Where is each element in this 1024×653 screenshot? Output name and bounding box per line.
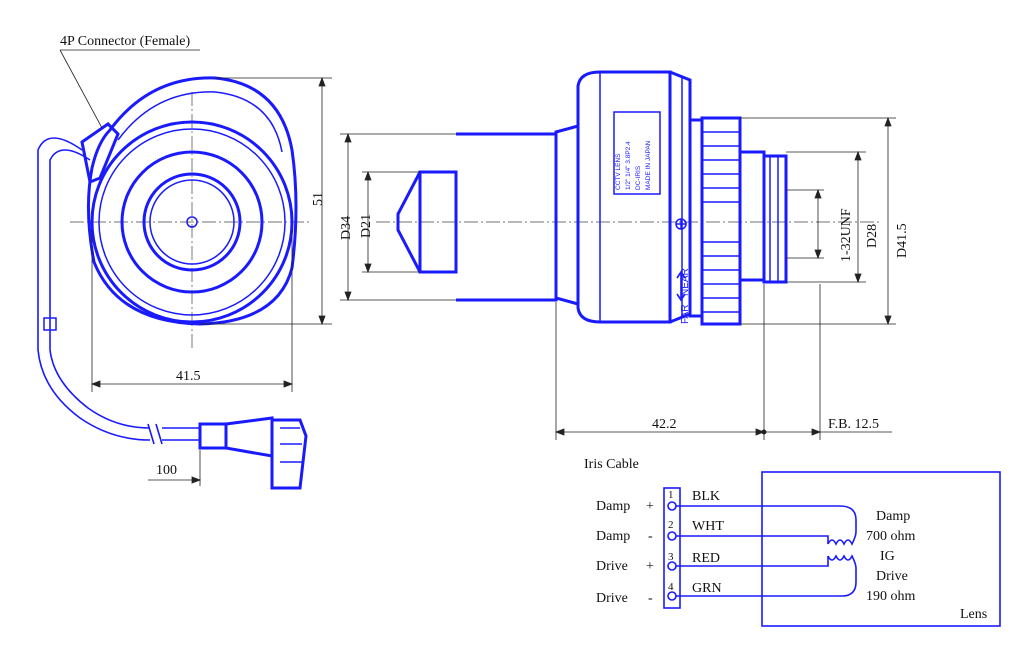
pin-1: Damp + 1 BLK — [596, 489, 857, 532]
coil-label-ig: IG — [880, 549, 895, 564]
coil-drive — [827, 554, 857, 569]
plug-boot — [224, 416, 274, 458]
dim-cable: 100 — [156, 463, 177, 478]
housing-inner-edge — [117, 91, 283, 153]
svg-text:-: - — [648, 591, 653, 606]
cable-inner — [49, 149, 151, 429]
rear-mount — [738, 150, 766, 282]
rear-thread — [762, 154, 788, 284]
svg-text:MADE IN JAPAN: MADE IN JAPAN — [645, 140, 652, 190]
connector-label: 4P Connector (Female) — [60, 34, 190, 49]
svg-text:Damp: Damp — [596, 529, 630, 544]
coil-label-damp-ohm: 700 ohm — [866, 529, 916, 544]
inner-ring — [142, 172, 242, 272]
svg-text:Drive: Drive — [596, 591, 628, 606]
svg-text:Drive: Drive — [596, 559, 628, 574]
lens-box — [761, 471, 1001, 627]
svg-text:3: 3 — [668, 551, 674, 563]
housing-step — [554, 124, 580, 306]
dim-thread: 1-32UNF — [839, 208, 854, 262]
focus-arrow — [676, 270, 686, 302]
dim-d34: D34 — [339, 216, 354, 240]
far-label: FAR — [680, 305, 691, 324]
near-label: NEAR — [680, 268, 691, 296]
svg-text:-: - — [648, 529, 653, 544]
front-barrel — [418, 170, 458, 274]
svg-text:GRN: GRN — [692, 581, 722, 596]
svg-text:4: 4 — [668, 581, 674, 593]
cable-clip — [43, 317, 57, 331]
dim-d415: D41.5 — [895, 223, 910, 258]
cable-outer — [37, 137, 151, 441]
dim-length: 42.2 — [652, 417, 677, 432]
outer-ring-inner — [98, 128, 286, 316]
svg-text:1: 1 — [668, 489, 674, 501]
svg-text:2: 2 — [668, 519, 674, 531]
main-housing — [576, 70, 672, 324]
cable-break — [147, 423, 163, 445]
connector-body — [80, 122, 120, 185]
pin-3: Drive + 3 RED — [596, 551, 829, 574]
coil-label-damp: Damp — [876, 509, 910, 524]
dim-d21: D21 — [359, 214, 374, 238]
inner-ring-2 — [149, 179, 235, 265]
plug-ferrule — [198, 422, 228, 450]
svg-text:Damp: Damp — [596, 499, 630, 514]
dim-width: 41.5 — [176, 369, 201, 384]
gear-ring — [700, 116, 742, 326]
dim-height: 51 — [311, 192, 326, 206]
svg-text:CCTV LENS: CCTV LENS — [615, 153, 622, 190]
dim-fb: F.B. 12.5 — [828, 417, 879, 432]
lens-label-plate — [613, 111, 661, 195]
iris-cable-diagram: Iris Cable Lens Damp + 1 BLK Damp - 2 WH… — [584, 457, 1001, 627]
middle-ring — [120, 150, 264, 294]
pin-2: Damp - 2 WHT — [596, 519, 829, 544]
iris-cable-title: Iris Cable — [584, 457, 639, 472]
svg-text:BLK: BLK — [692, 489, 720, 504]
plug-head — [270, 418, 308, 490]
lens-box-label: Lens — [960, 607, 987, 622]
svg-text:+: + — [646, 559, 654, 574]
centre-dot — [186, 216, 198, 228]
svg-text:WHT: WHT — [692, 519, 724, 534]
gear-teeth — [702, 131, 740, 313]
pin-4: Drive - 4 GRN — [596, 568, 857, 606]
middle-barrel — [456, 132, 558, 302]
svg-text:+: + — [646, 499, 654, 514]
outer-ring — [90, 120, 294, 324]
dim-d28: D28 — [865, 224, 880, 248]
svg-text:RED: RED — [692, 551, 720, 566]
coil-label-drive-ohm: 190 ohm — [866, 589, 916, 604]
connector-leader — [59, 49, 103, 129]
coil-label-drive: Drive — [876, 569, 908, 584]
svg-text:DC-IRIS: DC-IRIS — [635, 165, 642, 190]
side-view: CCTV LENS 1/2" 1/4" 3.8P2.4 DC-IRIS MADE… — [339, 70, 910, 440]
front-view: 4P Connector (Female) 51 41.5 100 — [37, 34, 332, 490]
svg-text:1/2" 1/4" 3.8P2.4: 1/2" 1/4" 3.8P2.4 — [625, 141, 632, 190]
gear-collar — [688, 118, 704, 318]
lens-label-text: CCTV LENS 1/2" 1/4" 3.8P2.4 DC-IRIS MADE… — [615, 140, 652, 190]
coil-damp — [827, 531, 857, 546]
terminal-block — [663, 487, 681, 609]
